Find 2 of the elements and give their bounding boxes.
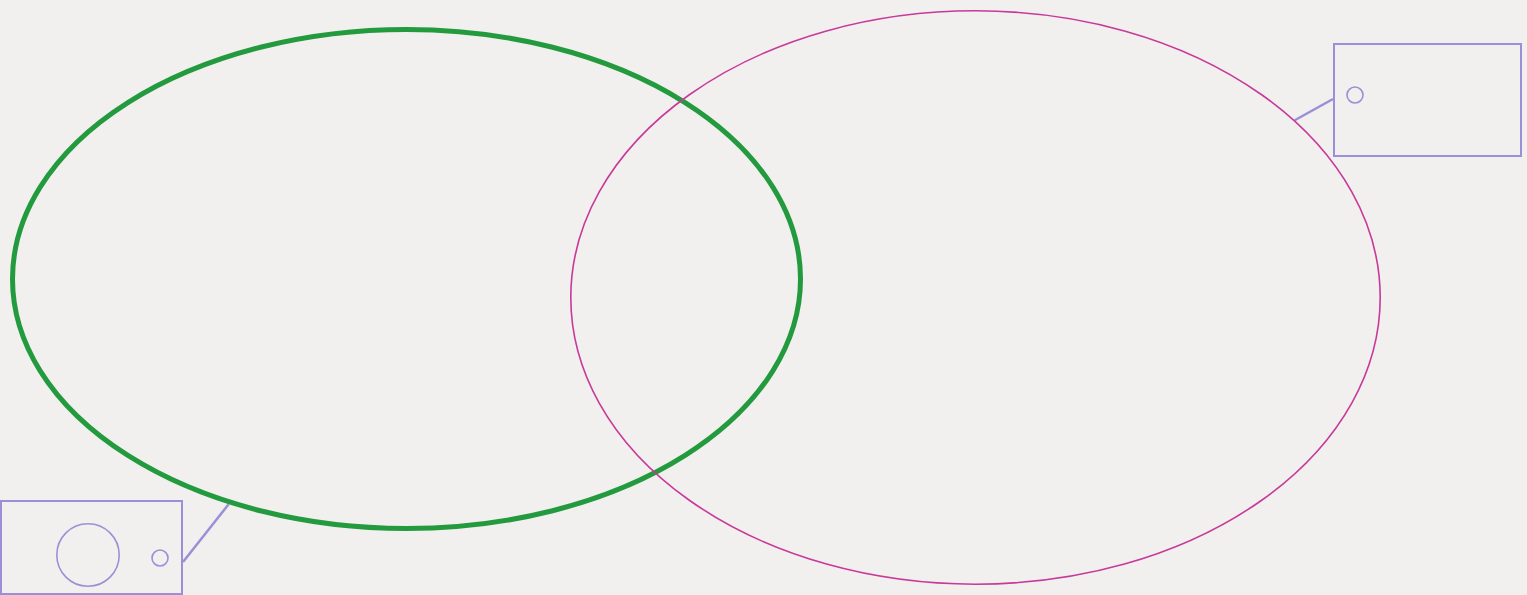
- leader-line: [1294, 97, 1334, 122]
- leader-line: [182, 503, 230, 563]
